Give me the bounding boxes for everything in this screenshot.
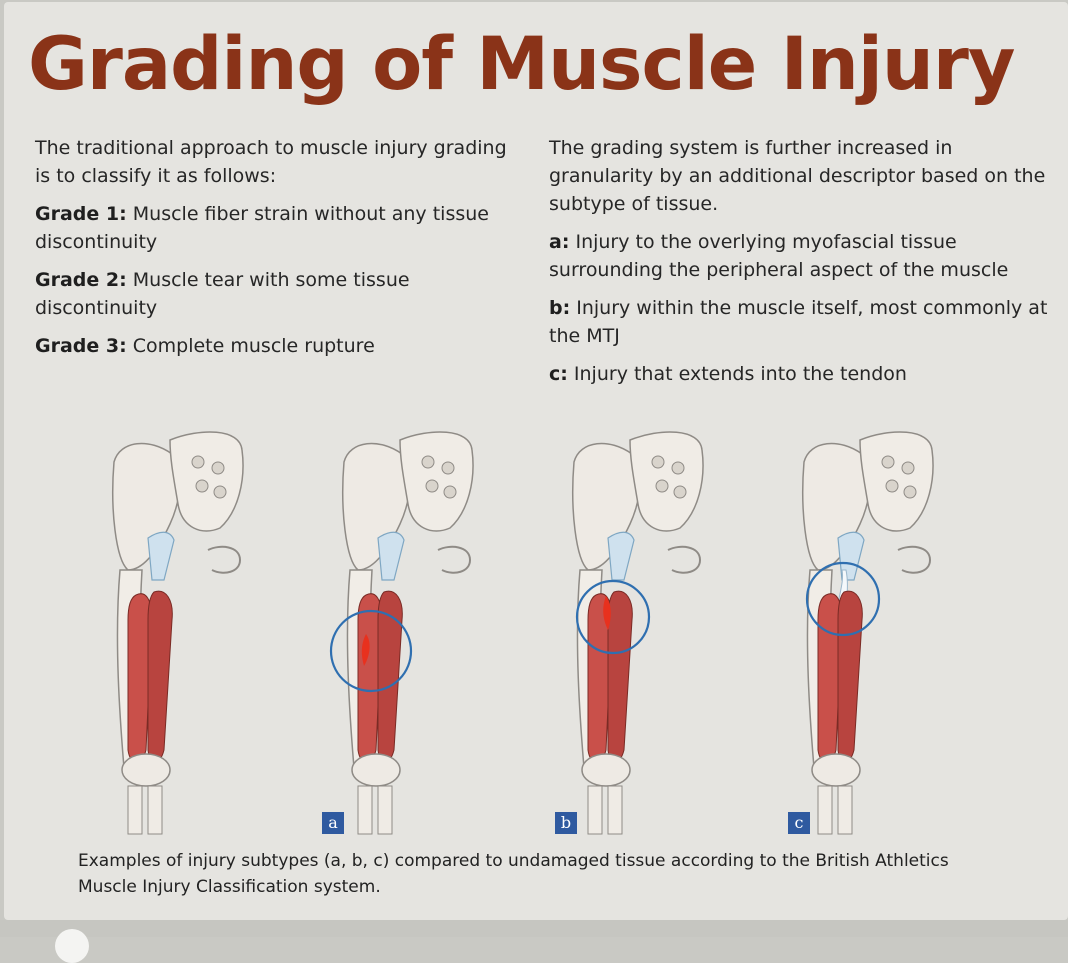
subtype-c-tag: c — [788, 812, 810, 834]
hamstring-muscle — [587, 590, 633, 763]
tendon — [377, 531, 405, 581]
grade-1-text: Muscle fiber strain without any tissue d… — [35, 203, 489, 253]
grading-column: The traditional approach to muscle injur… — [35, 134, 515, 370]
subtype-b-text: Injury within the muscle itself, most co… — [549, 297, 1048, 347]
subtype-intro: The grading system is further increased … — [549, 137, 1046, 215]
subtype-b-item: b: Injury within the muscle itself, most… — [549, 294, 1049, 350]
figure-caption: Examples of injury subtypes (a, b, c) co… — [78, 851, 949, 897]
grade-3-item: Grade 3: Complete muscle rupture — [35, 332, 515, 360]
illustration-row: a b — [0, 420, 1068, 840]
pelvis-bone — [802, 431, 934, 574]
grade-1-label: Grade 1: — [35, 203, 127, 225]
subtype-b-label: b: — [549, 297, 571, 319]
subtype-b-tag: b — [555, 812, 577, 834]
subtype-b-leg-illustration — [572, 431, 704, 835]
grade-2-label: Grade 2: — [35, 269, 127, 291]
grade-2-text: Muscle tear with some tissue discontinui… — [35, 269, 410, 319]
subtype-a-tag: a — [322, 812, 344, 834]
subtype-a-item: a: Injury to the overlying myofascial ti… — [549, 228, 1049, 284]
subtype-c-item: c: Injury that extends into the tendon — [549, 360, 1049, 388]
knee-joint — [351, 753, 401, 835]
injury-site — [603, 596, 611, 630]
undamaged-leg-illustration — [112, 431, 244, 835]
pelvis-bone — [342, 431, 474, 574]
grade-3-label: Grade 3: — [35, 335, 127, 357]
injury-highlight-circle — [575, 579, 651, 655]
grade-2-item: Grade 2: Muscle tear with some tissue di… — [35, 266, 515, 322]
hamstring-muscle — [817, 590, 863, 763]
knee-joint — [121, 753, 171, 835]
subtype-c-text: Injury that extends into the tendon — [567, 363, 907, 385]
knee-joint — [581, 753, 631, 835]
hamstring-muscle — [127, 590, 173, 763]
pelvis-bone — [572, 431, 704, 574]
subtype-a-leg-illustration — [329, 431, 474, 835]
grade-3-text: Complete muscle rupture — [126, 335, 375, 357]
subtype-c-leg-illustration — [802, 431, 934, 835]
grading-intro: The traditional approach to muscle injur… — [35, 137, 507, 187]
knee-joint — [811, 753, 861, 835]
subtype-c-label: c: — [549, 363, 568, 385]
injury-highlight-circle — [805, 561, 881, 637]
tendon — [147, 531, 175, 581]
tendon — [837, 531, 865, 581]
subtype-column: The grading system is further increased … — [549, 134, 1049, 398]
pelvis-bone — [112, 431, 244, 574]
subtype-a-text: Injury to the overlying myofascial tissu… — [549, 231, 1009, 281]
grade-1-item: Grade 1: Muscle fiber strain without any… — [35, 200, 515, 256]
injury-highlight-circle — [329, 609, 413, 693]
scroll-indicator[interactable] — [55, 929, 89, 963]
page-title: Grading of Muscle Injury — [28, 22, 1015, 107]
hamstring-muscle — [357, 590, 403, 763]
tendon — [607, 531, 635, 581]
injury-site — [361, 634, 370, 666]
footer-bar — [0, 920, 1068, 937]
subtype-a-label: a: — [549, 231, 570, 253]
